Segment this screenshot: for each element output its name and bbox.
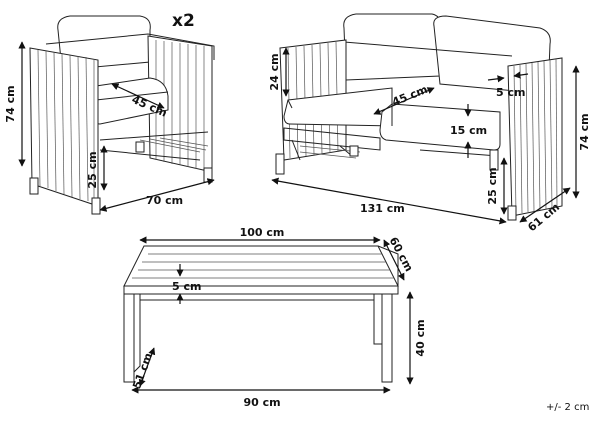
sofa-height-label: 74 cm — [578, 113, 591, 150]
sofa-seat-height-label: 25 cm — [486, 167, 499, 204]
armchair-width-label: 70 cm — [146, 194, 183, 207]
sofa-depth-line — [519, 187, 571, 223]
sofa-arm-thickness-arrow-right — [513, 71, 529, 79]
table-length-label: 100 cm — [240, 226, 285, 239]
sofa-seat-depth-line — [373, 87, 435, 115]
sofa-arm-thickness-arrow-left — [487, 75, 505, 83]
quantity-label: x2 — [172, 11, 195, 31]
sofa-width-label: 131 cm — [360, 202, 405, 215]
tolerance-note: +/- 2 cm — [546, 402, 589, 413]
table-top-thickness-label: 5 cm — [172, 280, 201, 293]
armchair-seat-height-label: 25 cm — [86, 151, 99, 188]
coffee-table-drawing — [123, 245, 399, 383]
armchair-height-label: 74 cm — [4, 85, 17, 122]
sofa-arm-thickness-label: 5 cm — [496, 86, 525, 99]
table-leg-width-label: 90 cm — [243, 396, 280, 409]
sofa-width-line — [271, 177, 507, 225]
table-height-label: 40 cm — [414, 319, 427, 356]
sofa-drawing — [275, 13, 563, 221]
armchair-width-line — [99, 178, 215, 212]
table-leg-depth-line — [138, 347, 156, 387]
armchair-seat-depth-line — [111, 83, 165, 109]
table-width-line — [383, 239, 405, 281]
sofa-back-height-label: 24 cm — [268, 53, 281, 90]
armchair-drawing — [29, 15, 215, 215]
sofa-cushion-thickness-label: 15 cm — [450, 124, 487, 137]
